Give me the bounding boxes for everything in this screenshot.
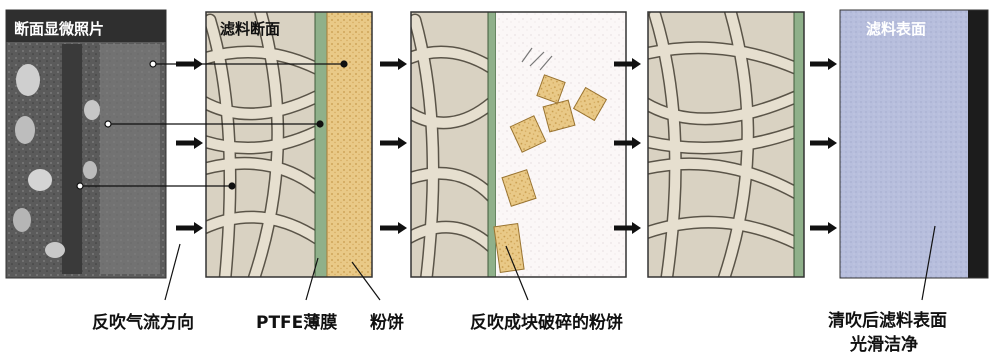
airflow-arrows xyxy=(176,58,837,234)
surface-title: 滤料表面 xyxy=(866,20,927,38)
micrograph-title: 断面显微照片 xyxy=(14,20,105,38)
clean-filter-panel xyxy=(647,11,805,278)
connector-lines xyxy=(76,60,348,190)
cake-breaking-panel xyxy=(410,11,627,278)
broken-cake-label: 反吹成块破碎的粉饼 xyxy=(470,313,623,333)
filter-section-panel xyxy=(205,11,373,278)
filter-section-title: 滤料断面 xyxy=(220,20,281,38)
leader-lines xyxy=(164,225,936,301)
ptfe-membrane-label: PTFE薄膜 xyxy=(256,313,338,333)
airflow-direction-label: 反吹气流方向 xyxy=(92,313,194,333)
clean-surface-label-line1: 清吹后滤料表面 xyxy=(828,311,947,331)
surface-panel xyxy=(839,9,989,279)
clean-surface-label-line2: 光滑洁净 xyxy=(850,335,918,355)
dust-cake-label: 粉饼 xyxy=(370,313,404,333)
micrograph-panel xyxy=(5,9,167,279)
